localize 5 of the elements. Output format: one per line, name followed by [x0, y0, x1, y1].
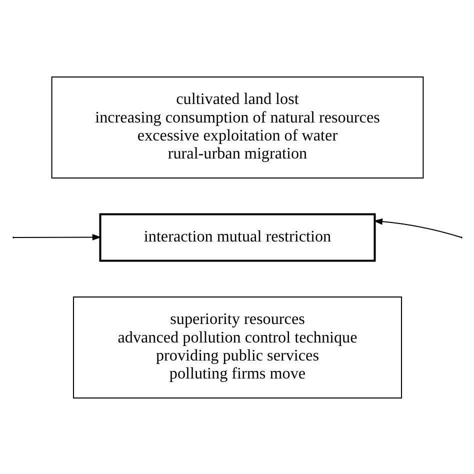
- node-box: interaction mutual restriction: [98, 212, 376, 262]
- node-box: superiority resources advanced pollution control technique providing public services polluting firms move: [72, 296, 402, 398]
- arrow: [13, 234, 101, 240]
- arrow: [372, 218, 461, 238]
- node-box: cultivated land lost increasing consumption of natural resources excessive exploitation of water rural-urban migration: [50, 76, 424, 178]
